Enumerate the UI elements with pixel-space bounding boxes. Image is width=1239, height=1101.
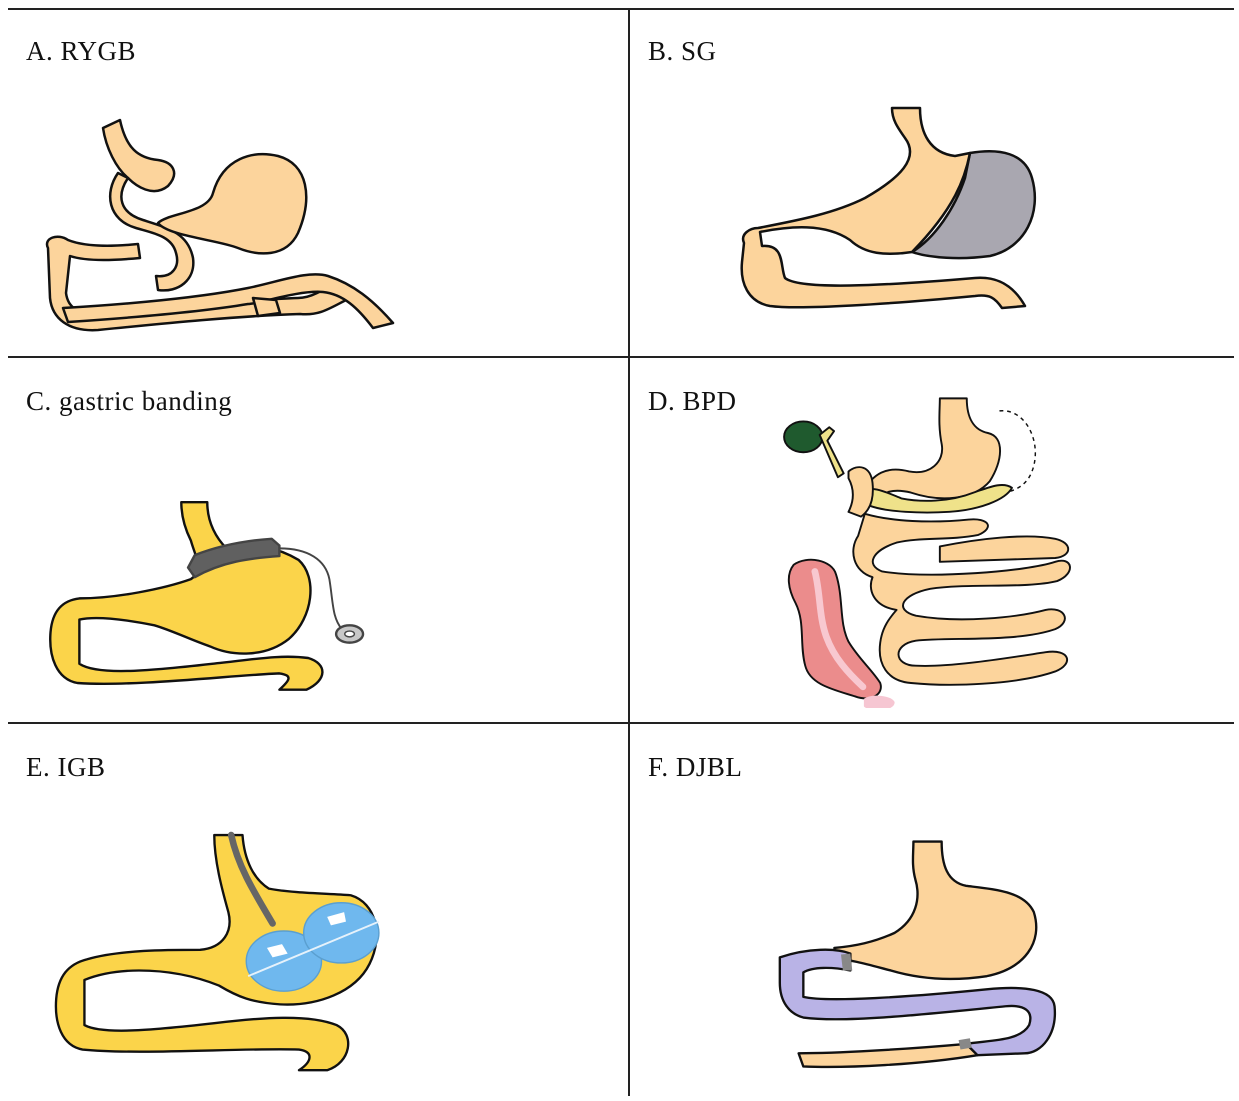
intragastric-balloon-illustration	[8, 724, 620, 1074]
panel-djbl: F. DJBL	[630, 724, 1239, 1074]
liner-anchor	[841, 954, 852, 971]
stomach-remnant	[863, 398, 1000, 502]
panel-gastric-banding: C. gastric banding	[8, 358, 620, 708]
panel-igb: E. IGB	[8, 724, 620, 1074]
duodenum	[849, 467, 873, 516]
figure-grid: A. RYGB B. SG	[8, 8, 1234, 1096]
gallbladder	[784, 421, 822, 452]
bile-duct	[820, 427, 844, 477]
colon	[789, 560, 881, 699]
panel-rygb: A. RYGB	[8, 8, 620, 358]
bpd-illustration	[630, 358, 1239, 708]
panel-bpd: D. BPD	[630, 358, 1239, 708]
liner-end-marker	[959, 1038, 972, 1049]
stomach-banded	[50, 502, 322, 690]
rygb-illustration	[8, 8, 620, 358]
stomach	[834, 842, 1036, 979]
djbl-illustration	[630, 724, 1239, 1074]
sleeve-gastrectomy-illustration	[630, 8, 1239, 358]
rectum	[865, 697, 894, 708]
gastric-banding-illustration	[8, 358, 620, 708]
jejunum	[799, 1044, 978, 1067]
panel-sg: B. SG	[630, 8, 1239, 358]
